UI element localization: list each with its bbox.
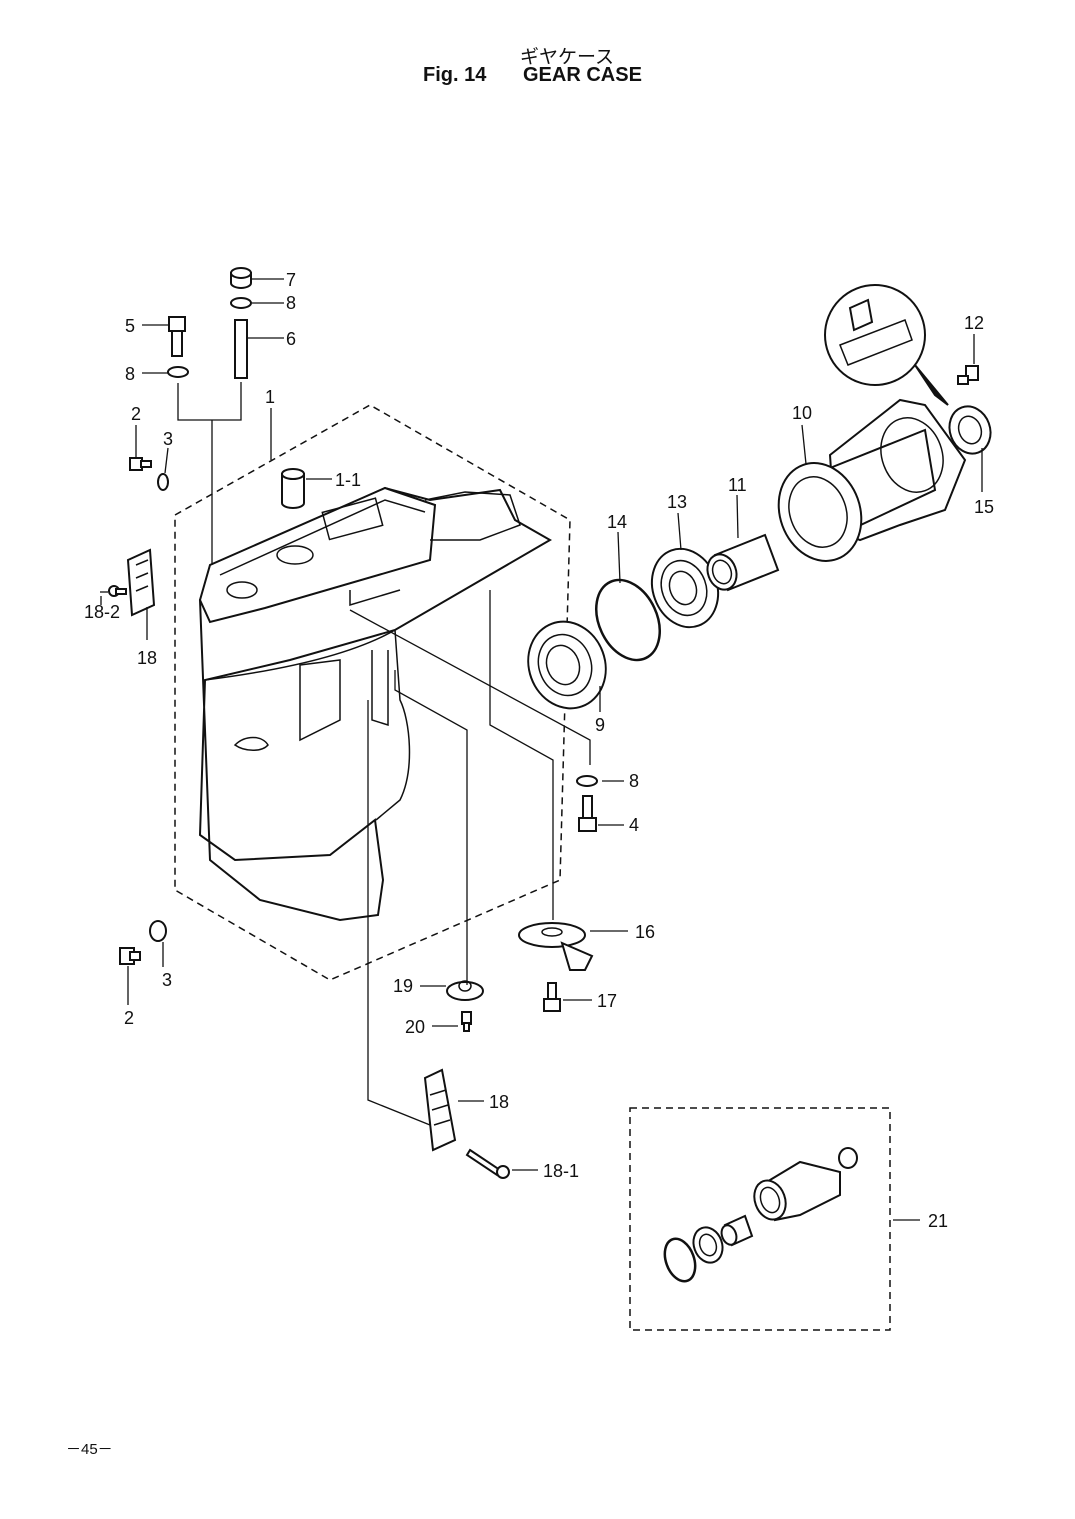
part-20-screw [461, 1011, 472, 1032]
callout-18-left: 18 [137, 648, 157, 668]
callout-21: 21 [928, 1211, 948, 1231]
part-12-plug [957, 365, 979, 385]
part-17-bolt [543, 982, 561, 1012]
part-19-plate [446, 980, 484, 1001]
callout-4: 4 [629, 815, 639, 835]
part-11-needle-bearing [706, 533, 780, 592]
callout-19: 19 [393, 976, 413, 996]
part-21-bearing-housing-assembly [663, 1147, 858, 1283]
callout-8-top: 8 [286, 293, 296, 313]
leader-9 [349, 609, 591, 765]
part-8-washer-top [230, 297, 252, 309]
callout-leaders [100, 278, 983, 1221]
part-3-washer-top [157, 473, 169, 491]
leader-19 [394, 670, 468, 985]
part-3-washer-bottom [149, 920, 167, 942]
callout-3-top: 3 [163, 429, 173, 449]
part-10-bearing-housing [777, 398, 967, 562]
title-japanese: ギヤケース [520, 47, 615, 68]
assembly-21-outline [629, 1107, 891, 1331]
leader-18 [367, 700, 431, 1126]
callout-7: 7 [286, 270, 296, 290]
callout-20: 20 [405, 1017, 425, 1037]
part-18-2-bolt [108, 585, 127, 597]
callout-15: 15 [974, 497, 994, 517]
callout-3-bottom: 3 [162, 970, 172, 990]
callout-16: 16 [635, 922, 655, 942]
leader-16 [489, 590, 554, 920]
part-2-bolt-bottom [119, 947, 141, 965]
callout-13: 13 [667, 492, 687, 512]
part-4-bolt [578, 795, 597, 832]
callout-1: 1 [265, 387, 275, 407]
part-15-oil-seal [948, 405, 992, 455]
part-9-bearing [527, 620, 607, 710]
part-6-stud [234, 319, 248, 379]
callout-18-1: 18-1 [543, 1161, 579, 1181]
callout-5: 5 [125, 316, 135, 336]
gear-case-body [198, 486, 553, 922]
callout-8-left: 8 [125, 364, 135, 384]
part-18-anode-bottom [423, 1068, 457, 1152]
figure-title: GEAR CASE [523, 64, 642, 86]
part-18-anode-left [126, 548, 156, 617]
callout-12: 12 [964, 313, 984, 333]
figure-number: Fig. 14 [423, 64, 487, 86]
callout-2-bottom: 2 [124, 1008, 134, 1028]
bolt-bracket-line [177, 382, 242, 565]
callout-8-right: 8 [629, 771, 639, 791]
part-16-trim-tab [518, 922, 594, 971]
part-18-1-screw [465, 1148, 510, 1179]
callout-14: 14 [607, 512, 627, 532]
part-8-washer-left [167, 366, 189, 378]
callout-18-bottom: 18 [489, 1092, 509, 1112]
callout-2-top: 2 [131, 404, 141, 424]
part-14-o-ring [595, 578, 661, 662]
part-2-bolt-top [129, 457, 152, 471]
callout-6: 6 [286, 329, 296, 349]
callout-17: 17 [597, 991, 617, 1011]
part-5-bolt [168, 316, 186, 357]
callout-9: 9 [595, 715, 605, 735]
part-7-nut [230, 267, 252, 289]
detail-zoom-circle [824, 284, 949, 406]
callout-1-1: 1-1 [335, 470, 361, 490]
callout-11: 11 [728, 475, 747, 495]
page-number: －45－ [66, 1441, 113, 1458]
callout-10: 10 [792, 403, 812, 423]
part-8-washer-right [576, 775, 598, 787]
callout-18-2: 18-2 [84, 602, 120, 622]
part-1-1-bushing [281, 468, 305, 509]
